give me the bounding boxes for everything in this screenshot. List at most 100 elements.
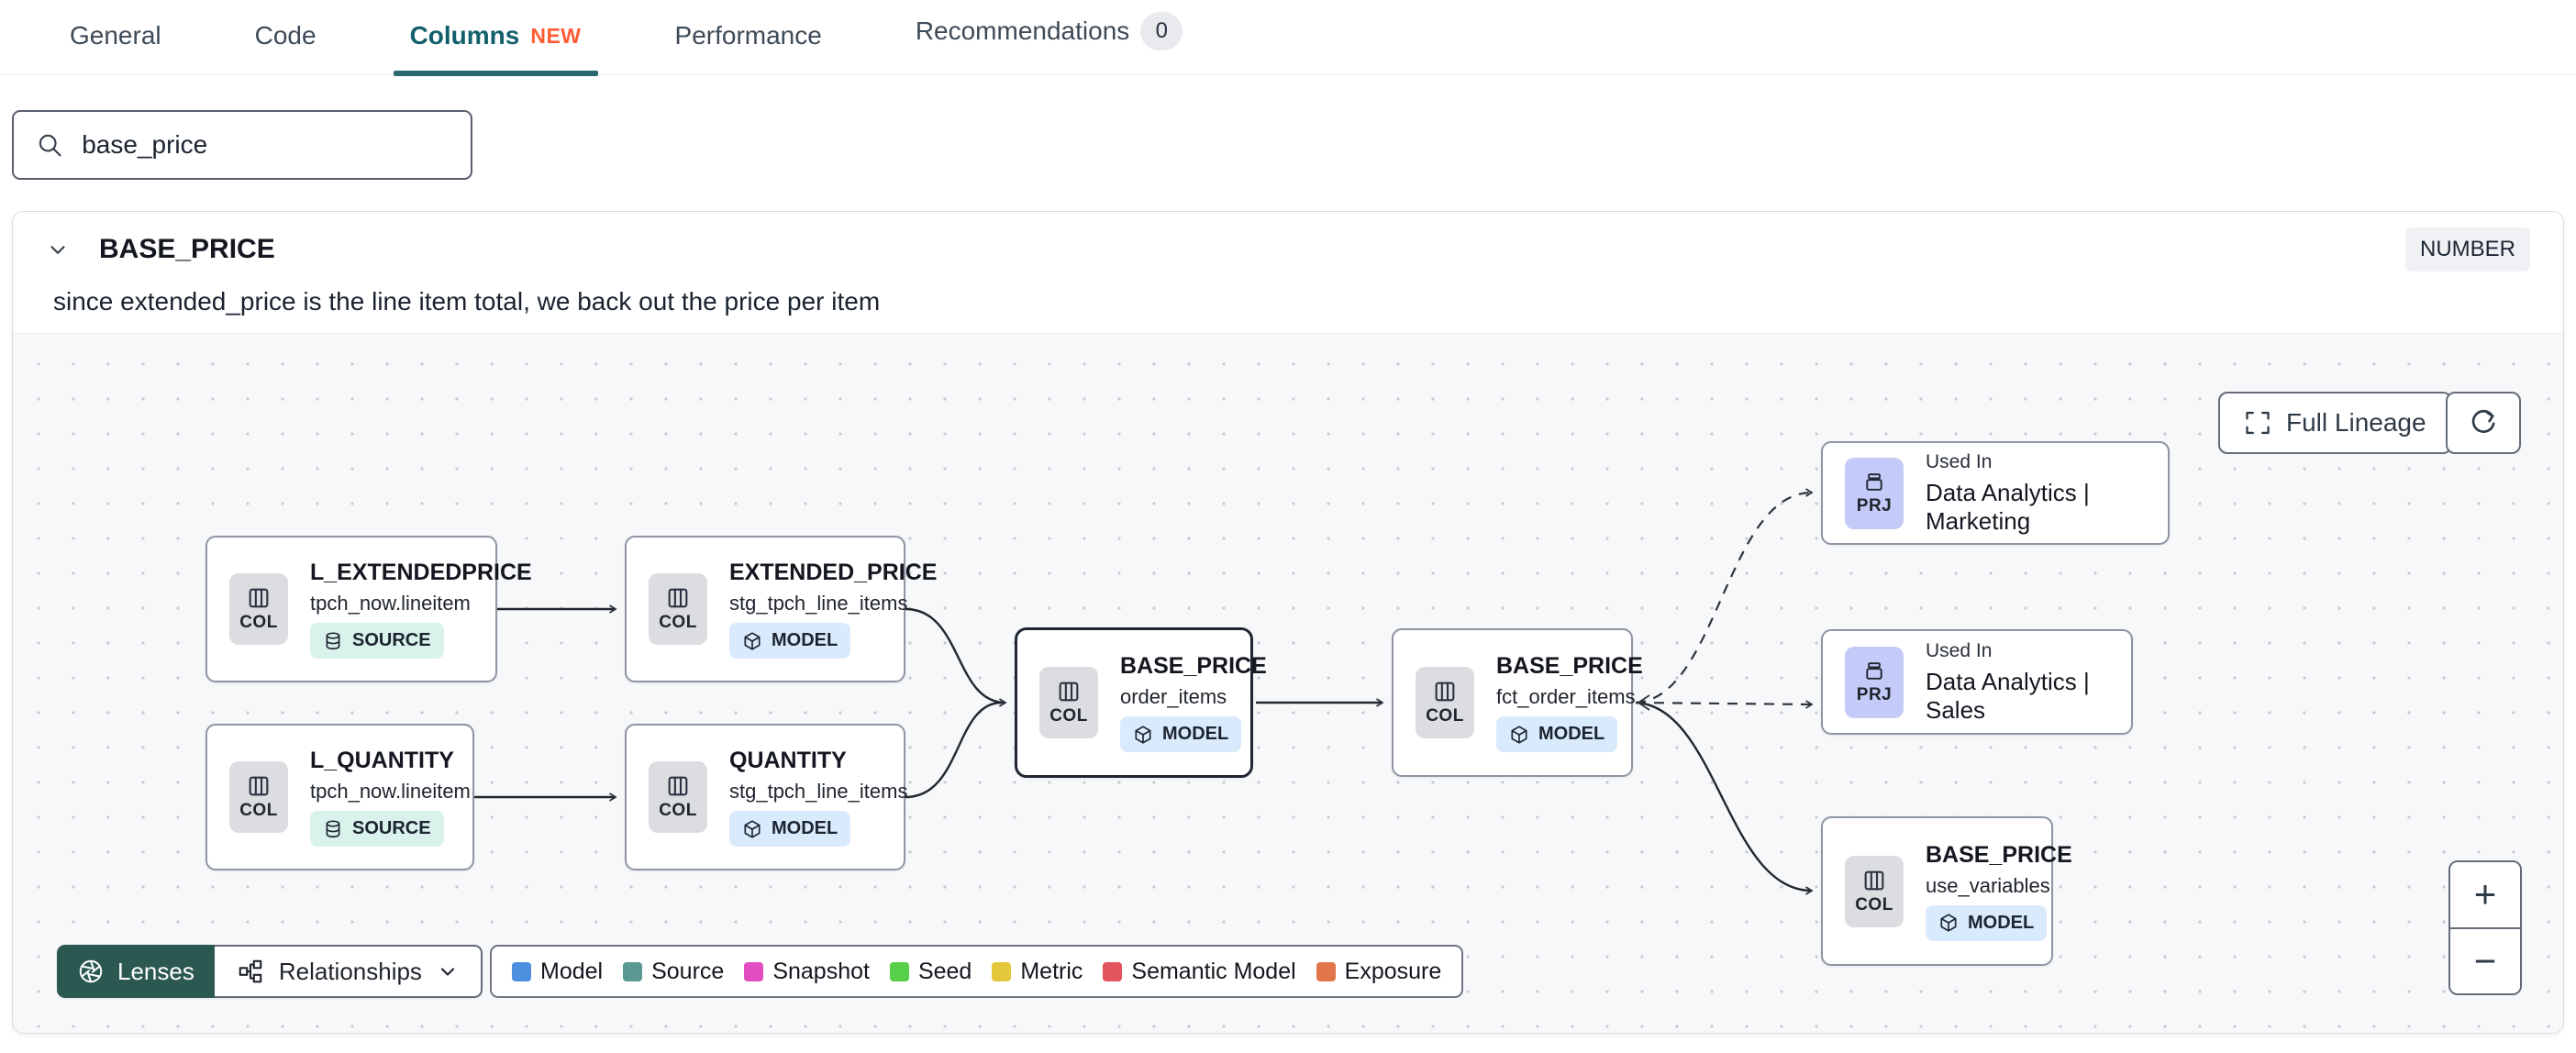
legend-swatch-semantic-model	[1103, 961, 1123, 981]
project-kind-box: PRJ	[1845, 646, 1904, 718]
columns-icon	[1435, 682, 1455, 702]
tab-performance[interactable]: Performance	[672, 21, 826, 74]
tab-recommendations-label: Recommendations	[915, 17, 1130, 45]
column-kind-box: COL	[1416, 667, 1474, 738]
collapse-chevron-icon[interactable]	[46, 238, 70, 261]
legend-item-metric: Metric	[992, 959, 1083, 985]
lenses-toolbar: Lenses Relationships	[57, 945, 483, 998]
column-search-input[interactable]	[82, 130, 449, 160]
node-subtitle: use_variables	[1926, 873, 2050, 897]
node-base-price-fct-order-items[interactable]: COL BASE_PRICE fct_order_items MODEL	[1392, 628, 1643, 777]
node-used-in-sales[interactable]: PRJ Used In Data Analytics | Sales	[1821, 629, 2133, 735]
node-subtitle: stg_tpch_line_items	[729, 592, 908, 615]
node-base-price-order-items[interactable]: COL BASE_PRICE order_items MODEL	[1015, 627, 1267, 778]
column-panel-header: BASE_PRICE NUMBER	[13, 212, 2563, 287]
legend-item-seed: Seed	[889, 959, 972, 985]
tab-general-label: General	[70, 21, 161, 50]
source-badge: SOURCE	[310, 623, 444, 659]
edge-qty-to-baseprice	[905, 701, 1003, 799]
node-subtitle: stg_tpch_line_items	[729, 780, 908, 803]
column-name: BASE_PRICE	[99, 234, 275, 264]
node-l-extendedprice[interactable]: COL L_EXTENDEDPRICE tpch_now.lineitem SO…	[205, 536, 532, 682]
full-lineage-button[interactable]: Full Lineage	[2218, 392, 2452, 454]
node-type-legend: Model Source Snapshot Seed Metric	[490, 945, 1464, 998]
legend-swatch-source	[623, 961, 643, 981]
archive-icon	[1866, 472, 1882, 491]
columns-icon	[668, 776, 688, 796]
tab-bar: General Code Columns NEW Performance Rec…	[0, 0, 2576, 76]
used-in-label: Used In	[1926, 639, 1993, 661]
cube-icon	[1940, 914, 1957, 932]
aperture-icon	[79, 959, 103, 983]
search-icon	[39, 134, 61, 157]
legend-swatch-seed	[889, 961, 909, 981]
database-icon	[326, 819, 340, 837]
model-badge: MODEL	[1120, 716, 1242, 752]
column-kind-box: COL	[1845, 855, 1904, 927]
zoom-out-button[interactable]: −	[2450, 928, 2520, 993]
database-icon	[326, 631, 340, 649]
cube-icon	[1135, 725, 1151, 744]
node-quantity[interactable]: COL QUANTITY stg_tpch_line_items MODEL	[625, 724, 908, 870]
lenses-button[interactable]: Lenses	[57, 945, 215, 998]
columns-icon	[1864, 870, 1884, 890]
columns-icon	[668, 588, 688, 608]
column-type-badge: NUMBER	[2404, 227, 2530, 272]
expand-icon	[2246, 411, 2270, 435]
legend-item-model: Model	[512, 959, 603, 985]
node-subtitle: tpch_now.lineitem	[310, 780, 471, 803]
column-description: since extended_price is the line item to…	[53, 287, 881, 316]
relationships-dropdown[interactable]: Relationships	[214, 945, 483, 998]
edge-fct-to-sales	[1635, 700, 1814, 709]
node-title: BASE_PRICE	[1496, 653, 1643, 679]
edge-junction-arrow	[1637, 694, 1650, 711]
node-l-quantity[interactable]: COL L_QUANTITY tpch_now.lineitem SOURCE	[205, 724, 474, 870]
legend-swatch-snapshot	[744, 961, 764, 981]
legend-item-source: Source	[623, 959, 724, 985]
node-subtitle: tpch_now.lineitem	[310, 592, 471, 615]
node-extended-price[interactable]: COL EXTENDED_PRICE stg_tpch_line_items M…	[625, 536, 937, 682]
new-badge: NEW	[530, 23, 582, 48]
edge-fct-to-usevariables	[1635, 701, 1814, 895]
node-title: BASE_PRICE	[1120, 653, 1267, 679]
search-box[interactable]	[12, 110, 472, 180]
project-kind-box: PRJ	[1845, 457, 1904, 529]
tab-columns[interactable]: Columns NEW	[393, 21, 598, 76]
used-in-label: Used In	[1926, 450, 1993, 472]
zoom-controls: + −	[2448, 860, 2522, 995]
tab-code-label: Code	[254, 21, 316, 50]
lineage-canvas[interactable]: COL L_EXTENDEDPRICE tpch_now.lineitem SO…	[13, 333, 2563, 1033]
node-used-in-marketing[interactable]: PRJ Used In Data Analytics | Marketing	[1821, 441, 2170, 545]
node-subtitle: fct_order_items	[1496, 685, 1636, 708]
column-kind-box: COL	[229, 761, 288, 833]
node-base-price-use-variables[interactable]: COL BASE_PRICE use_variables MODEL	[1821, 816, 2072, 966]
node-subtitle: order_items	[1120, 685, 1227, 708]
model-badge: MODEL	[729, 811, 851, 847]
tab-recommendations[interactable]: Recommendations 0	[912, 12, 1186, 74]
column-panel: BASE_PRICE NUMBER since extended_price i…	[12, 211, 2564, 1034]
node-title: EXTENDED_PRICE	[729, 560, 938, 585]
source-badge: SOURCE	[310, 811, 444, 847]
zoom-in-button[interactable]: +	[2450, 862, 2520, 929]
tab-code[interactable]: Code	[251, 21, 320, 74]
node-title: QUANTITY	[729, 748, 847, 773]
tab-general[interactable]: General	[66, 21, 165, 74]
node-title: BASE_PRICE	[1926, 841, 2072, 868]
column-kind-box: COL	[1039, 667, 1098, 738]
tab-performance-label: Performance	[674, 21, 822, 50]
used-in-name: Data Analytics | Marketing	[1926, 478, 2090, 535]
column-kind-box: COL	[649, 761, 707, 833]
refresh-icon	[2471, 409, 2495, 433]
node-title: L_QUANTITY	[310, 748, 454, 773]
archive-icon	[1866, 661, 1882, 680]
legend-item-snapshot: Snapshot	[744, 959, 870, 985]
edge-ext-to-baseprice	[905, 607, 1007, 707]
model-badge: MODEL	[1926, 904, 2048, 941]
columns-icon	[1059, 682, 1079, 702]
edge-fct-to-marketing	[1635, 488, 1814, 704]
refresh-button[interactable]	[2446, 392, 2521, 454]
column-kind-box: COL	[229, 573, 288, 645]
recommendations-count-badge: 0	[1140, 12, 1183, 50]
columns-icon	[249, 776, 269, 796]
